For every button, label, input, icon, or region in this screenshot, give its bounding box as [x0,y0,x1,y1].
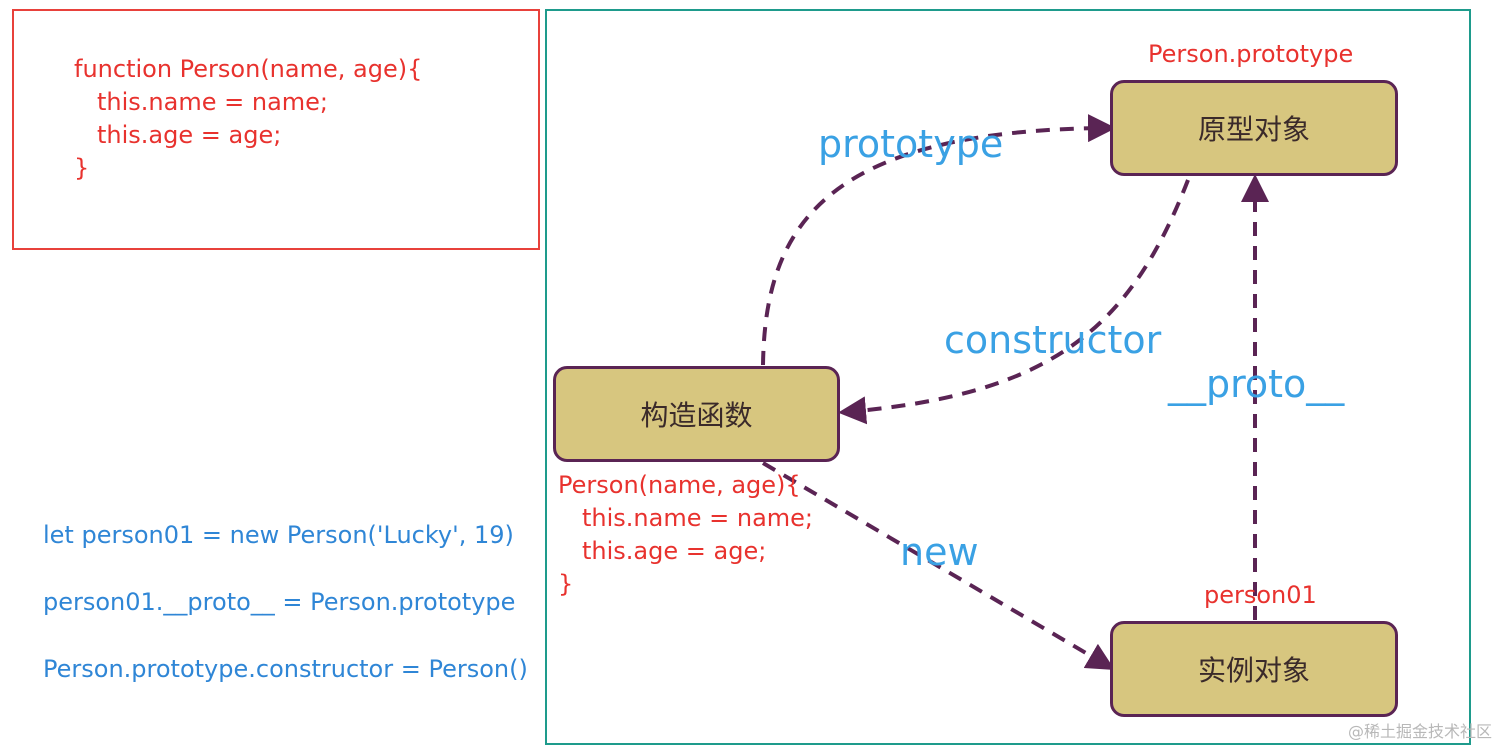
code-line-1: function Person(name, age){ [74,55,423,83]
prototype-object-caption: Person.prototype [1148,40,1354,68]
arrow-constructor [838,179,1190,425]
code-line-4: } [74,154,90,182]
node-constructor-function: 构造函数 [553,366,840,462]
constructor-caption-line-4: } [558,570,574,598]
node-prototype-object: 原型对象 [1110,80,1398,176]
edge-label-constructor: constructor [944,318,1162,362]
constructor-caption-line-3: this.age = age; [582,537,767,565]
instance-object-caption: person01 [1204,581,1317,609]
arrow-prototype [761,114,1116,366]
node-constructor-function-text: 构造函数 [640,399,753,432]
js-statement-proto: person01.__proto__ = Person.prototype [43,588,516,616]
arrow-new [761,461,1115,671]
node-instance-object: 实例对象 [1110,621,1398,717]
code-line-2: this.name = name; [97,88,328,116]
code-box: function Person(name, age){ this.name = … [12,9,540,250]
node-prototype-object-text: 原型对象 [1197,113,1310,146]
code-line-3: this.age = age; [97,121,282,149]
js-statement-new: let person01 = new Person('Lucky', 19) [43,521,514,549]
constructor-caption-line-2: this.name = name; [582,504,813,532]
node-instance-object-text: 实例对象 [1197,654,1310,687]
constructor-caption-line-1: Person(name, age){ [558,471,801,499]
watermark: @稀土掘金技术社区 [1347,722,1492,741]
diagram-frame [545,9,1471,745]
edge-label-new: new [900,530,979,574]
edge-label-prototype: prototype [818,122,1004,166]
edge-label-proto: __proto__ [1168,362,1345,406]
js-statement-constructor: Person.prototype.constructor = Person() [43,655,528,683]
